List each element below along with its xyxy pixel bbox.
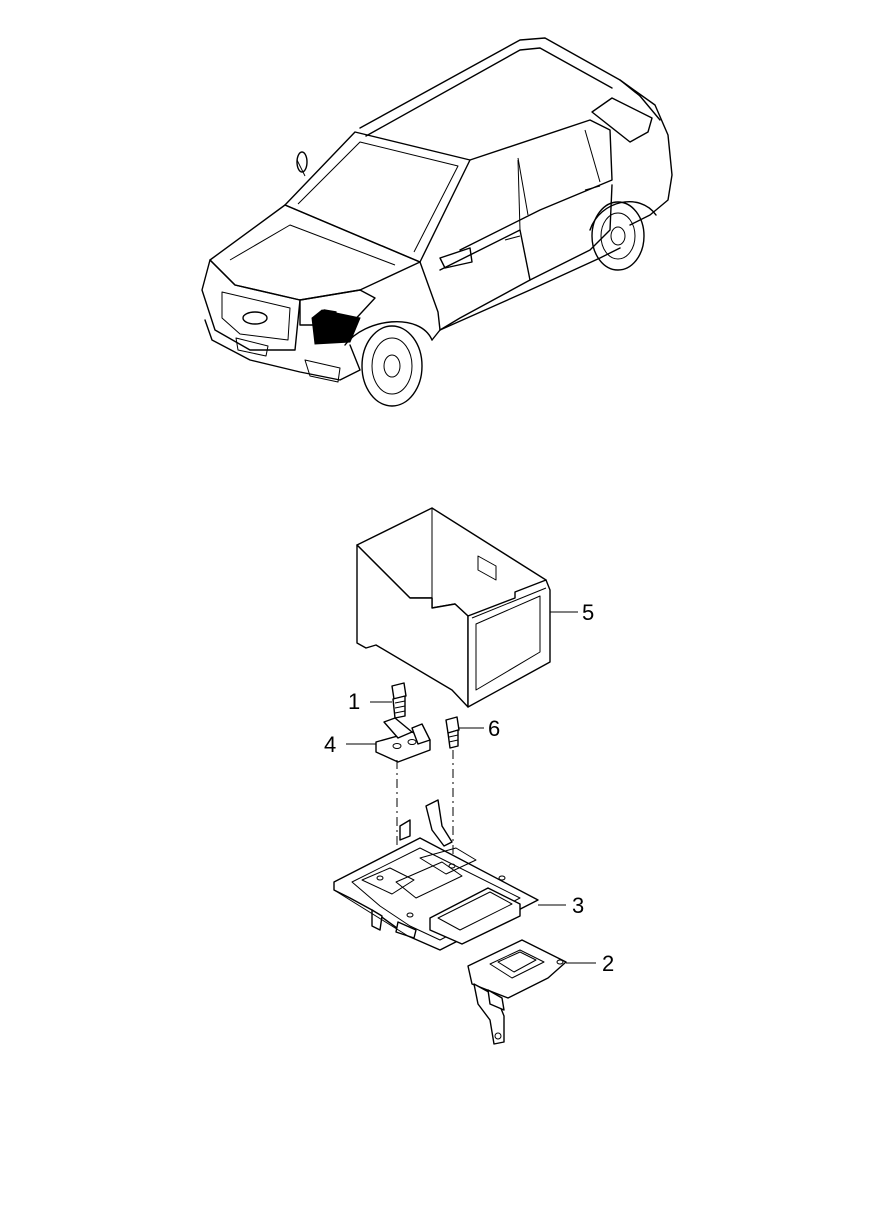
callout-2: 2 — [602, 951, 614, 976]
callout-4: 4 — [324, 732, 336, 757]
bolt-side — [445, 716, 460, 749]
battery-tray — [333, 799, 539, 951]
mounting-bracket — [467, 939, 567, 1045]
callout-6: 6 — [488, 716, 500, 741]
callout-5: 5 — [582, 600, 594, 625]
bolt-top — [391, 682, 407, 719]
callout-3: 3 — [572, 893, 584, 918]
callout-1: 1 — [348, 689, 360, 714]
vehicle-locator — [201, 37, 673, 407]
clamp — [375, 717, 431, 763]
battery-location-highlight — [311, 309, 361, 345]
battery-cover — [356, 507, 551, 708]
